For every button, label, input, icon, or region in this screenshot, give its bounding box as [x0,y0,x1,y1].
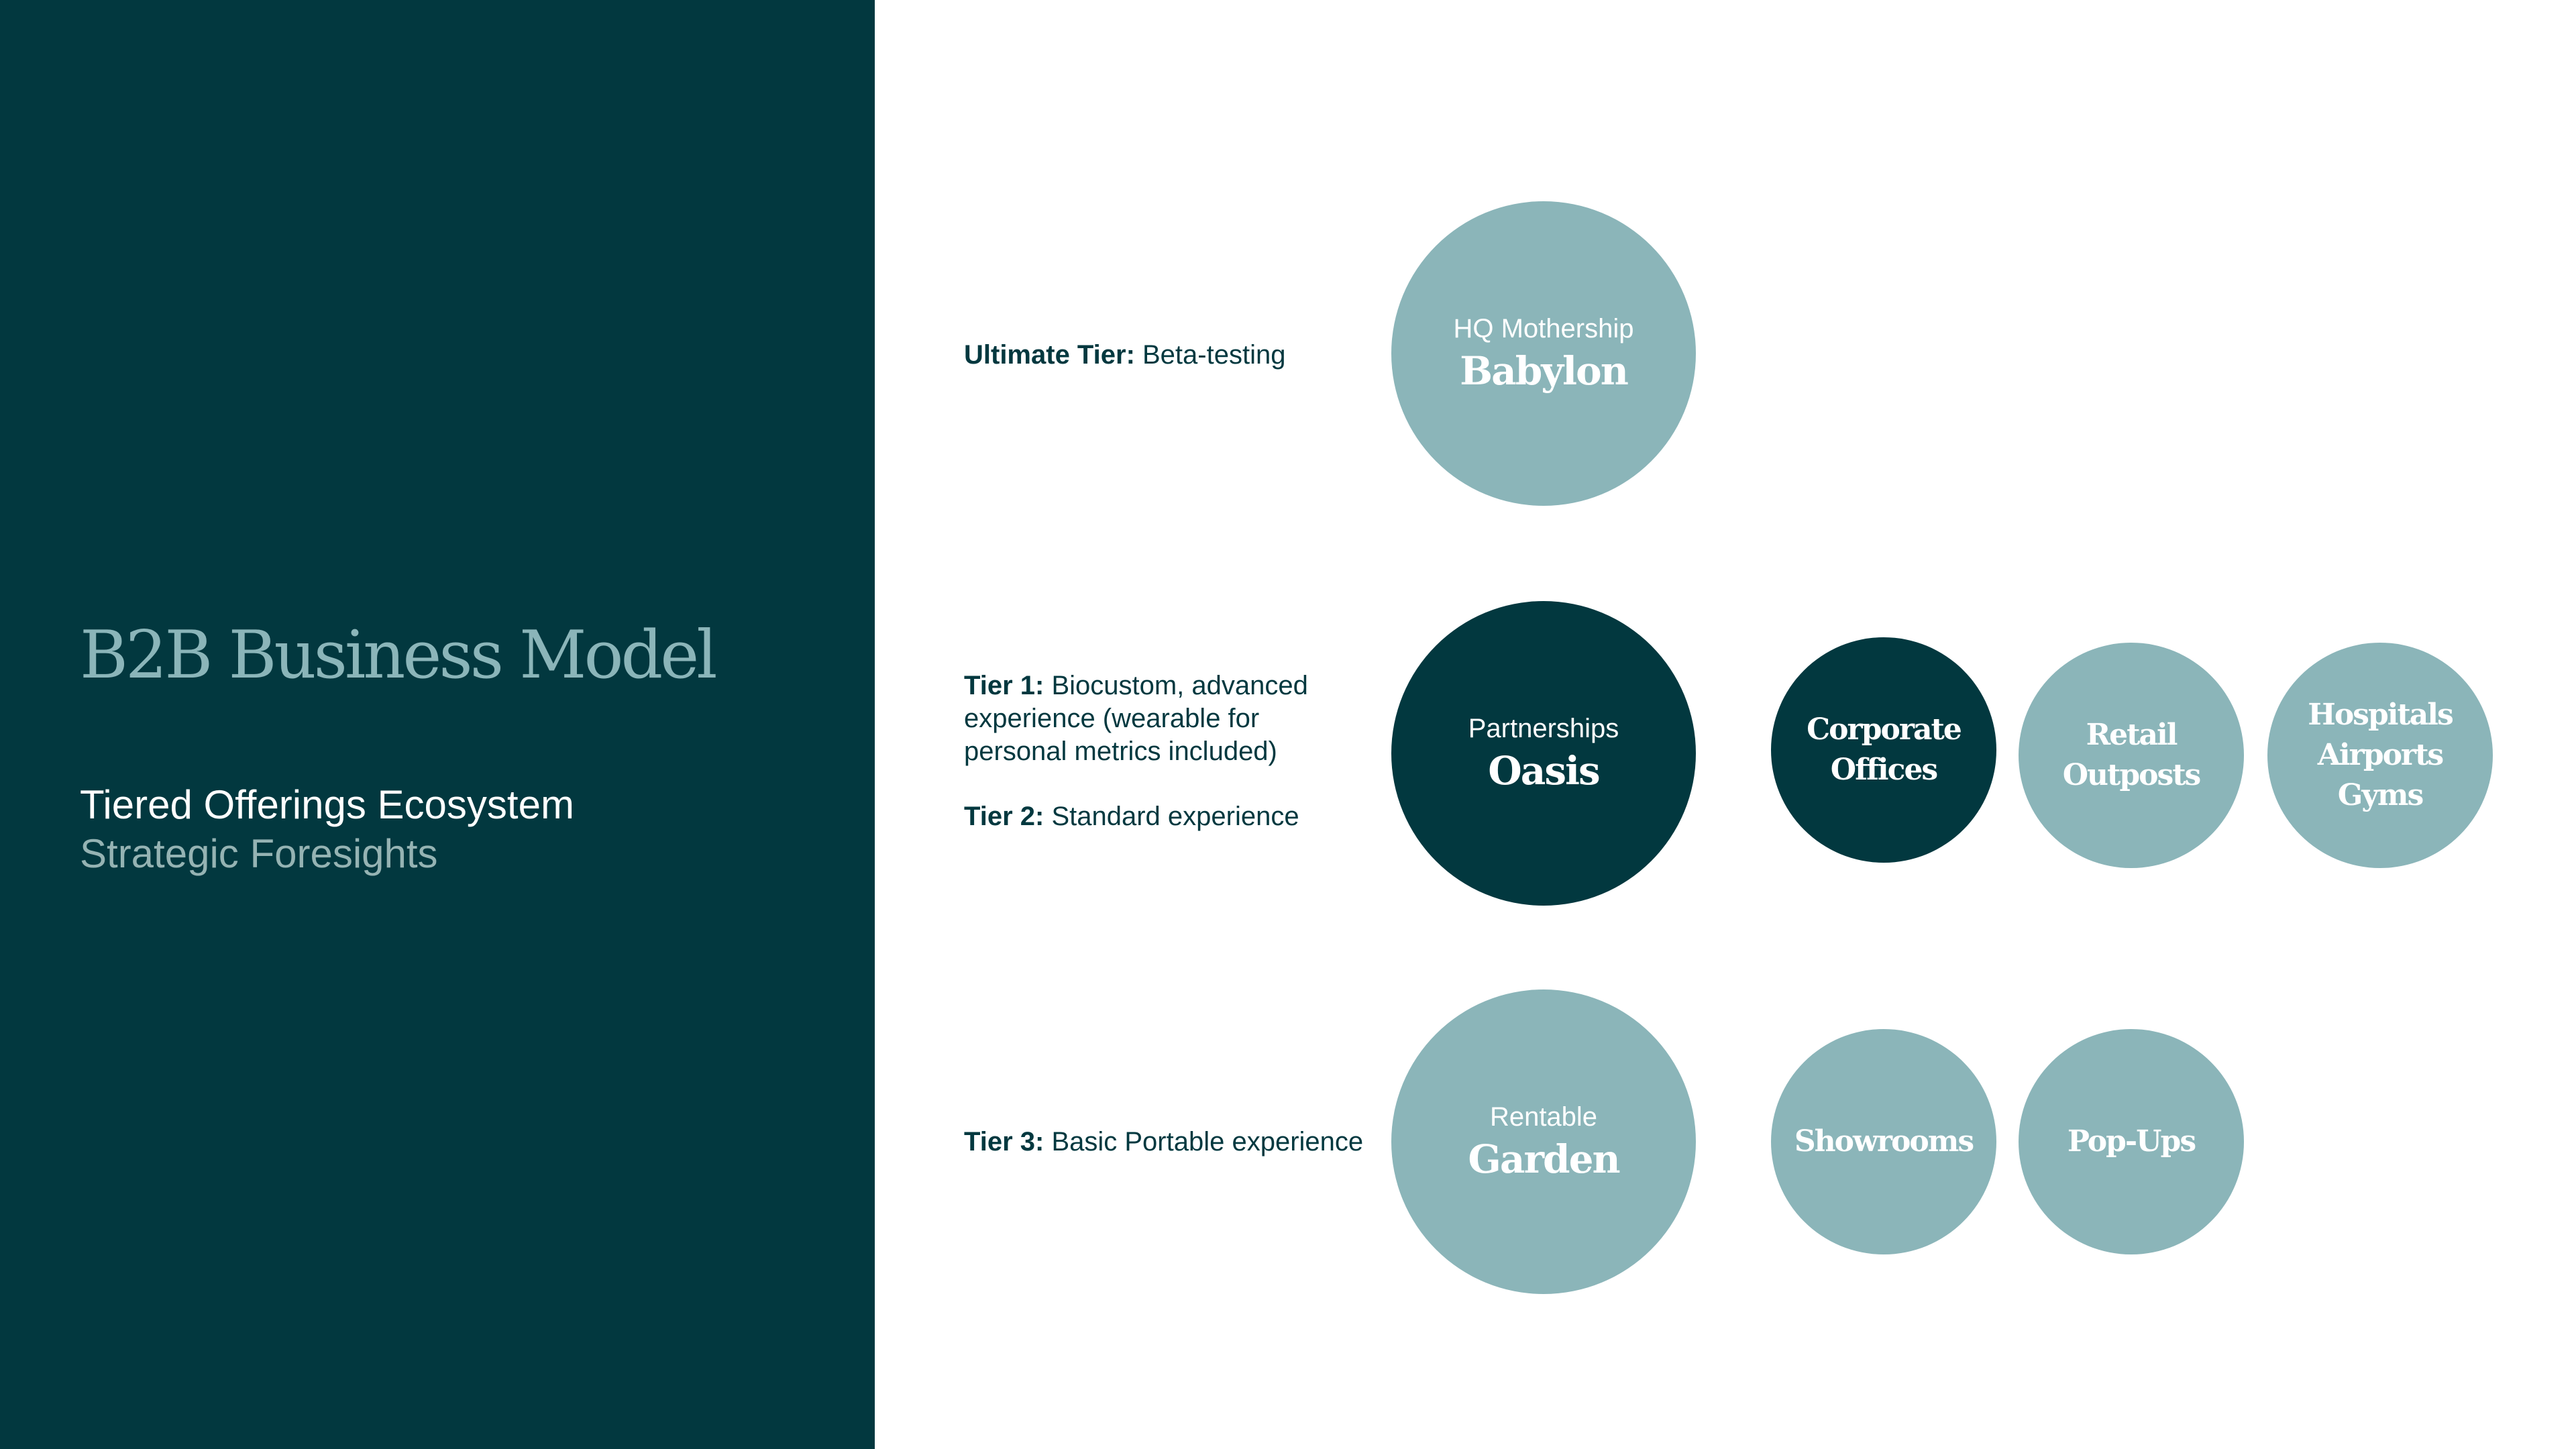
tier-label-1: Tier 1: Biocustom, advanced experience (… [964,669,1326,768]
tier-label-3: Tier 3: Basic Portable experience [964,1126,1380,1159]
location-name: Retail Outposts [2062,718,2202,792]
hub-oasis: Partnerships Oasis [1391,601,1696,906]
tier-label-ultimate: Ultimate Tier: Beta-testing [964,339,1340,372]
hub-name: Garden [1468,1136,1620,1182]
tier-description: Beta-testing [1134,340,1286,370]
tier-name: Tier 2: [964,802,1044,831]
location-hospitals-airports-gyms: Hospitals Airports Gyms [2267,643,2493,868]
hub-caption: Partnerships [1468,713,1619,743]
hub-caption: HQ Mothership [1453,313,1634,343]
hub-garden: Rentable Garden [1391,989,1696,1294]
tier-name: Tier 3: [964,1127,1044,1157]
tier-description: Standard experience [1044,802,1299,831]
tier-name: Ultimate Tier: [964,340,1135,370]
location-name: Pop-Ups [2067,1124,2196,1159]
title-panel: B2B Business Model Tiered Offerings Ecos… [0,0,875,1449]
tier-description: Biocustom, advanced experience (wearable… [964,671,1308,766]
tier-label-2: Tier 2: Standard experience [964,800,1340,833]
location-name: Hospitals Airports Gyms [2308,698,2453,812]
page-title: B2B Business Model [80,617,718,694]
tier-description: Basic Portable experience [1044,1127,1364,1157]
hub-caption: Rentable [1489,1102,1598,1132]
location-showrooms: Showrooms [1771,1029,1996,1254]
location-corporate-offices: Corporate Offices [1771,637,1996,863]
location-retail-outposts: Retail Outposts [2019,643,2244,868]
page-subtitle: Tiered Offerings Ecosystem [80,782,574,827]
location-pop-ups: Pop-Ups [2019,1029,2244,1254]
tier-name: Tier 1: [964,671,1044,700]
hub-name: Babylon [1460,347,1629,394]
page-caption: Strategic Foresights [80,831,438,876]
location-name: Showrooms [1794,1124,1974,1159]
hub-babylon: HQ Mothership Babylon [1391,201,1696,506]
location-name: Corporate Offices [1807,712,1962,787]
hub-name: Oasis [1488,747,1600,794]
